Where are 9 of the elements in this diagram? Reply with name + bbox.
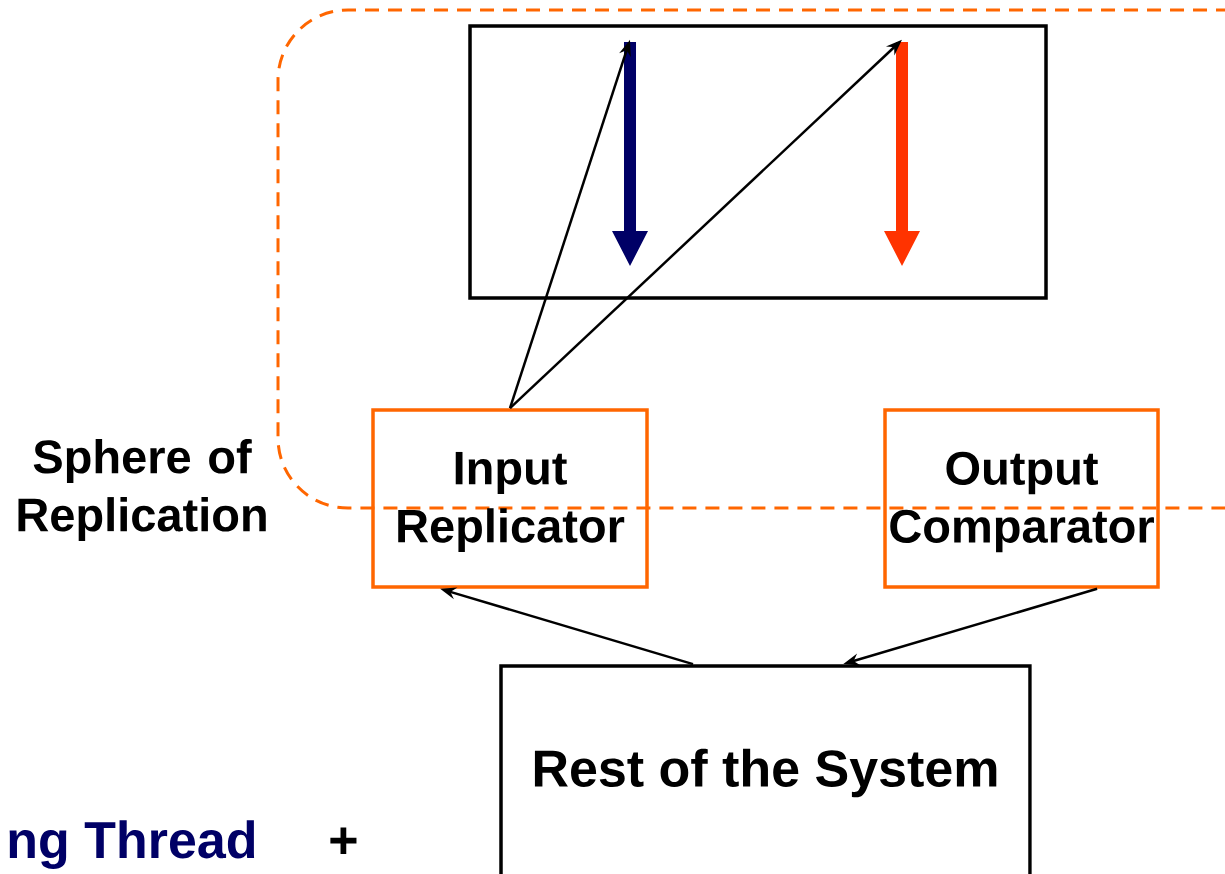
caption-text: + <box>330 827 357 854</box>
process-box: Input Replicator <box>371 408 649 589</box>
node-label: Sphere of Replication <box>18 439 266 541</box>
thick-arrow <box>612 42 648 266</box>
process-box: Output Comparator <box>883 408 1160 589</box>
box <box>468 24 1048 300</box>
caption-text: ng Thread <box>9 820 255 869</box>
process-box: Rest of the System <box>499 664 1032 874</box>
thick-arrow <box>884 42 920 266</box>
